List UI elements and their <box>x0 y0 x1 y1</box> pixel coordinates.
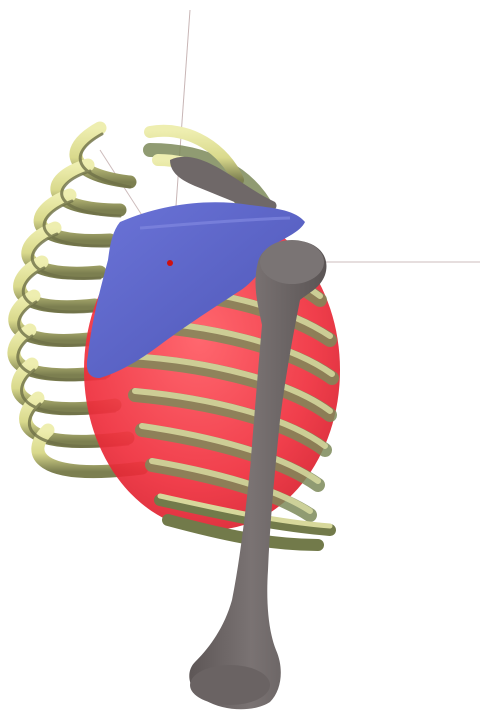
center-marker <box>167 260 173 266</box>
